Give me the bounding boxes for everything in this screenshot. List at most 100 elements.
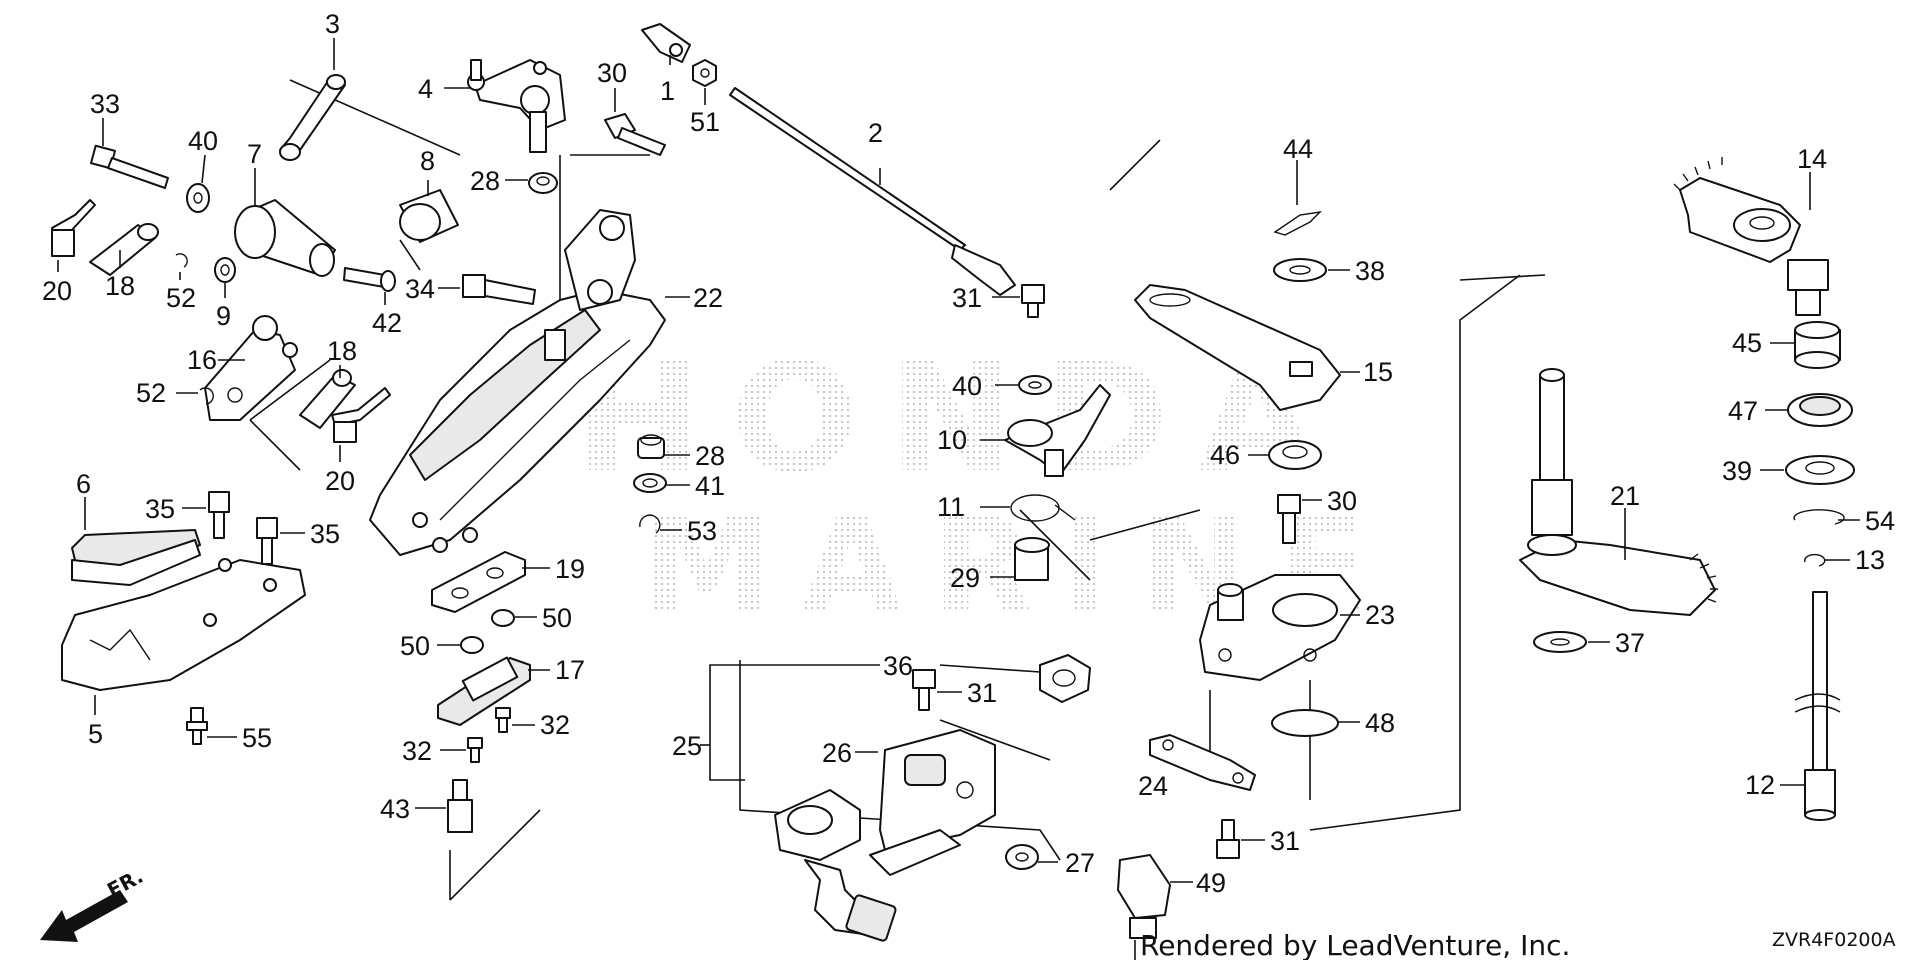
part-40-washer-middle bbox=[1018, 375, 1052, 395]
callout-22: 22 bbox=[693, 283, 723, 313]
part-16-bracket bbox=[204, 315, 298, 421]
callout-20-middle: 20 bbox=[325, 466, 355, 496]
callout-50-b: 50 bbox=[400, 631, 430, 661]
part-52-clip-middle bbox=[199, 387, 214, 405]
credit-text: Rendered by LeadVenture, Inc. bbox=[1140, 929, 1570, 960]
callout-24: 24 bbox=[1138, 771, 1168, 801]
callout-15: 15 bbox=[1363, 357, 1393, 387]
callout-54: 54 bbox=[1865, 506, 1895, 536]
honda-marine-watermark: HONDA MARINE bbox=[575, 332, 1368, 641]
callout-4: 4 bbox=[418, 74, 433, 104]
callout-12: 12 bbox=[1745, 770, 1775, 800]
callout-30-lower: 30 bbox=[1327, 486, 1357, 516]
callout-9: 9 bbox=[216, 301, 231, 331]
callout-48: 48 bbox=[1365, 708, 1395, 738]
part-14-gear-sector bbox=[1673, 157, 1829, 316]
callout-labels: 1 2 3 4 5 6 7 8 9 10 11 12 13 bbox=[42, 9, 1895, 898]
callout-7: 7 bbox=[247, 139, 262, 169]
part-7-boot bbox=[234, 199, 336, 277]
part-53-clip bbox=[639, 514, 661, 534]
callout-39: 39 bbox=[1722, 456, 1752, 486]
part-35-bolt-b bbox=[256, 517, 278, 565]
footer: Rendered by LeadVenture, Inc. ZVR4F0200A bbox=[1134, 929, 1896, 960]
callout-49: 49 bbox=[1196, 868, 1226, 898]
part-34-bolt bbox=[462, 274, 536, 305]
part-31-bolt-lower bbox=[1216, 819, 1240, 859]
callout-40-left: 40 bbox=[188, 126, 218, 156]
part-23-housing bbox=[1199, 574, 1361, 681]
part-21-shaft-arm bbox=[1519, 368, 1718, 616]
callout-6: 6 bbox=[76, 469, 91, 499]
callout-2: 2 bbox=[868, 118, 883, 148]
callout-18-left: 18 bbox=[105, 271, 135, 301]
part-32-screw-a bbox=[495, 707, 511, 733]
diagram-code: ZVR4F0200A bbox=[1772, 929, 1896, 951]
callout-31-lower: 31 bbox=[1270, 826, 1300, 856]
callout-18-middle: 18 bbox=[327, 336, 357, 366]
part-40-washer-left bbox=[186, 183, 210, 213]
part-38-washer bbox=[1273, 258, 1327, 282]
callout-23: 23 bbox=[1365, 600, 1395, 630]
callout-32-a: 32 bbox=[540, 710, 570, 740]
part-28-collar-lower bbox=[637, 434, 665, 459]
callout-17: 17 bbox=[555, 655, 585, 685]
part-22-main-bracket bbox=[369, 209, 666, 556]
part-4-pin-bracket bbox=[467, 59, 566, 153]
callout-16: 16 bbox=[187, 345, 217, 375]
part-51-nut bbox=[692, 59, 717, 87]
part-42-pin bbox=[343, 267, 396, 292]
callout-46: 46 bbox=[1210, 440, 1240, 470]
callout-25: 25 bbox=[672, 731, 702, 761]
callout-28-lower: 28 bbox=[695, 441, 725, 471]
part-12-shaft bbox=[1794, 591, 1841, 821]
callout-19: 19 bbox=[555, 554, 585, 584]
part-9-washer bbox=[214, 257, 236, 283]
part-2-rod bbox=[729, 87, 1016, 296]
callout-20-left: 20 bbox=[42, 276, 72, 306]
callout-34: 34 bbox=[405, 274, 435, 304]
callout-32-b: 32 bbox=[402, 736, 432, 766]
part-10-switch-bracket bbox=[1004, 384, 1111, 477]
part-31-bolt-upper bbox=[1021, 284, 1045, 318]
callout-52-middle: 52 bbox=[136, 378, 166, 408]
callout-42: 42 bbox=[372, 308, 402, 338]
callout-27: 27 bbox=[1065, 848, 1095, 878]
part-24-plate bbox=[1149, 734, 1256, 791]
part-52-clip-upper bbox=[175, 253, 188, 268]
part-19-plate bbox=[431, 551, 526, 613]
part-37-washer bbox=[1533, 631, 1587, 653]
callout-37: 37 bbox=[1615, 628, 1645, 658]
part-48-o-ring bbox=[1271, 709, 1339, 737]
callout-44: 44 bbox=[1283, 134, 1313, 164]
part-5-holder bbox=[61, 558, 306, 691]
callout-3: 3 bbox=[325, 9, 340, 39]
callout-51: 51 bbox=[690, 107, 720, 137]
callout-35-a: 35 bbox=[145, 494, 175, 524]
callout-5: 5 bbox=[88, 719, 103, 749]
callout-36: 36 bbox=[883, 651, 913, 681]
part-33-bolt bbox=[90, 144, 169, 189]
callout-50-a: 50 bbox=[542, 603, 572, 633]
part-6-cover bbox=[71, 529, 201, 586]
part-18-link-middle bbox=[299, 369, 356, 429]
part-47-seal bbox=[1787, 393, 1853, 427]
part-43-pin bbox=[447, 779, 473, 833]
callout-43: 43 bbox=[380, 794, 410, 824]
callout-47: 47 bbox=[1728, 396, 1758, 426]
callout-26: 26 bbox=[822, 738, 852, 768]
part-41-washer bbox=[633, 473, 667, 493]
callout-30-upper: 30 bbox=[597, 58, 627, 88]
callout-55: 55 bbox=[242, 723, 272, 753]
part-46-seal bbox=[1268, 440, 1322, 470]
callout-52-upper: 52 bbox=[166, 283, 196, 313]
callout-45: 45 bbox=[1732, 328, 1762, 358]
part-3-link-arm bbox=[279, 74, 346, 161]
part-1-clip bbox=[641, 23, 691, 63]
part-49-clamp bbox=[1117, 854, 1171, 939]
part-31-bolt-center bbox=[912, 669, 936, 711]
part-54-circlip bbox=[1793, 509, 1845, 525]
svg-text:HONDA: HONDA bbox=[575, 332, 1344, 506]
callout-35-b: 35 bbox=[310, 519, 340, 549]
